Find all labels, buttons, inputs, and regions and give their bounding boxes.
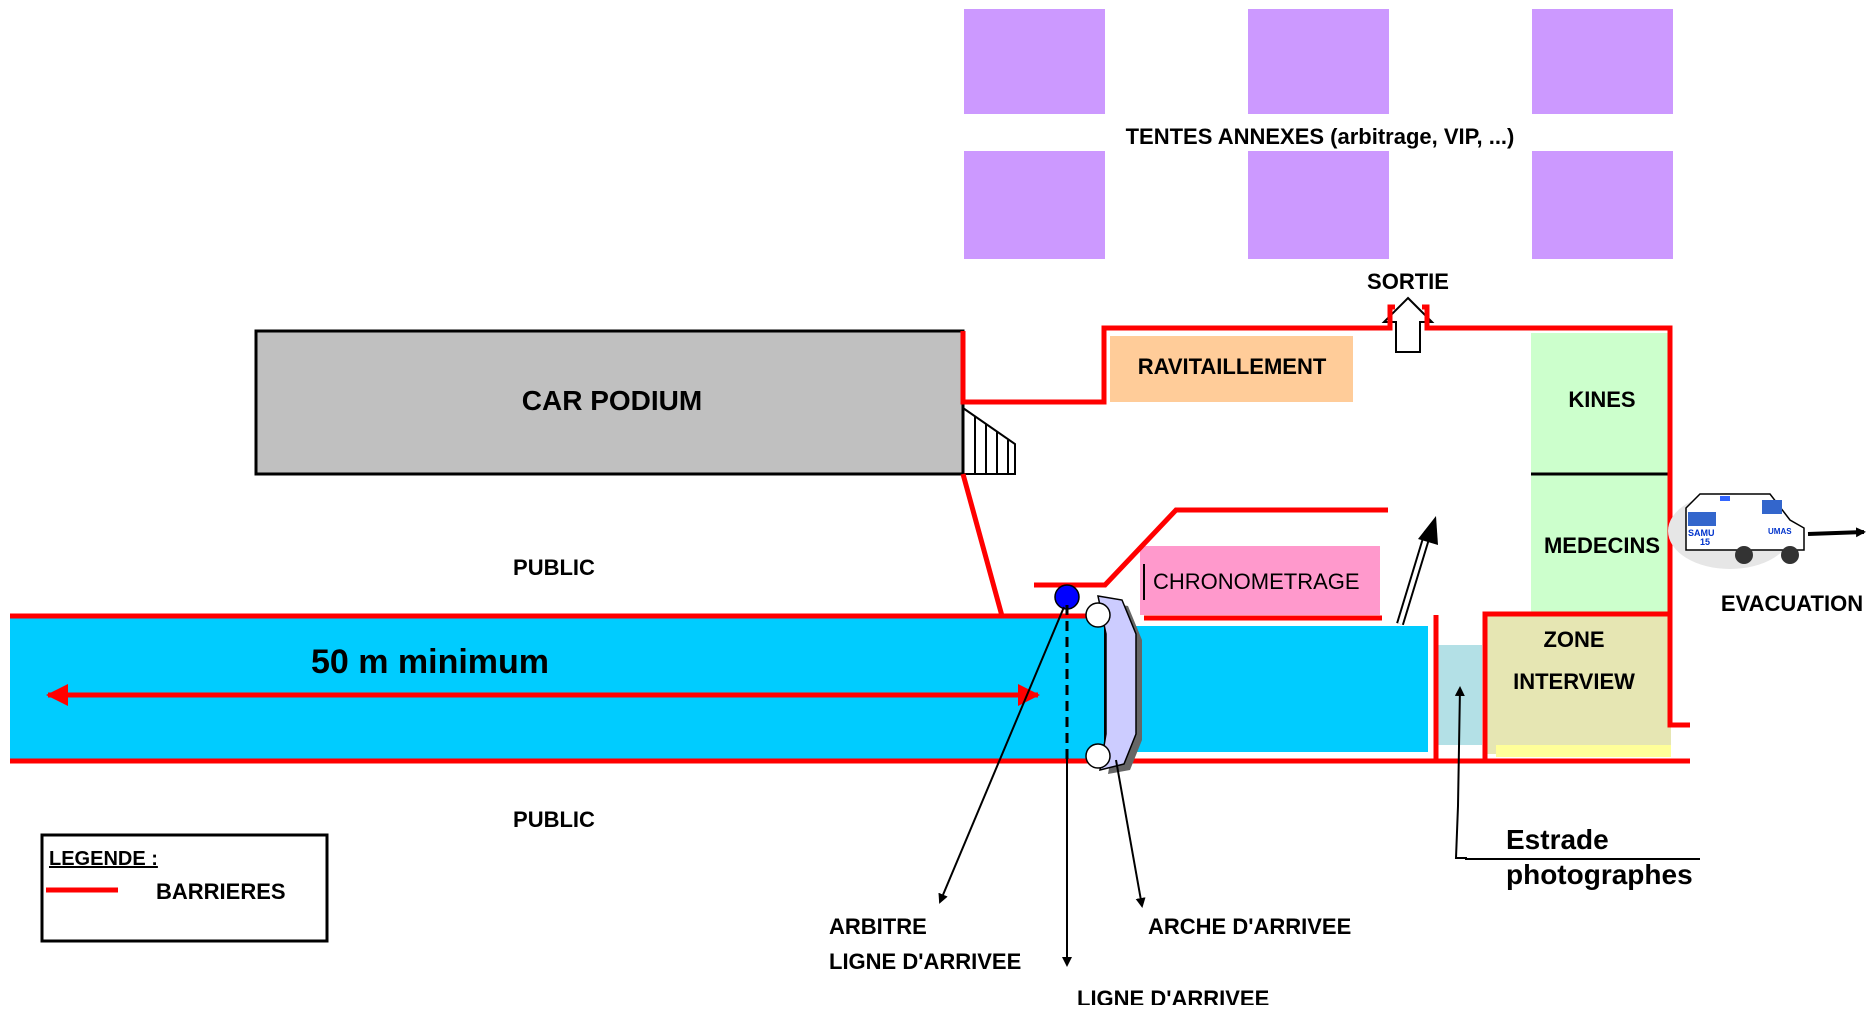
barriers: [10, 304, 1690, 764]
tent-1: [964, 9, 1105, 114]
chronometrage-label: CHRONOMETRAGE: [1153, 569, 1360, 594]
barrier-interview: [1482, 611, 1668, 761]
finish-arch-icon: [1085, 595, 1142, 774]
tent-6: [1532, 151, 1673, 259]
ligne-arrivee-arbitre-label: LIGNE D'ARRIVEE: [829, 949, 1021, 974]
evacuation-label: EVACUATION: [1721, 591, 1863, 616]
arbitre-pointer: [938, 606, 1065, 904]
arche-pointer: [1115, 759, 1146, 908]
zone-interview: [1486, 616, 1671, 754]
barrier-sortie-right: [1422, 304, 1690, 728]
tent-5: [1248, 151, 1389, 259]
sortie-label: SORTIE: [1367, 269, 1449, 294]
ambulance-icon: SAMU 15 UMAS: [1668, 493, 1805, 569]
svg-text:15: 15: [1700, 537, 1710, 547]
chronometrage-zone: [1140, 546, 1380, 615]
legend-barrieres-label: BARRIERES: [156, 879, 286, 904]
medecins-label: MEDECINS: [1544, 533, 1660, 558]
zone-interview-strip: [1496, 745, 1671, 757]
estrade-label-2: photographes: [1506, 859, 1693, 890]
finish-course: [10, 616, 1106, 761]
svg-text:UMAS: UMAS: [1768, 527, 1792, 536]
barrier-podium-ravito: [960, 304, 1395, 405]
arche-label: ARCHE D'ARRIVEE: [1148, 914, 1351, 939]
car-podium: [254, 329, 965, 476]
public-bottom-label: PUBLIC: [513, 807, 595, 832]
ravitaillement-zone: [1110, 336, 1353, 402]
estrade-label-1: Estrade: [1506, 824, 1609, 855]
course-exit-arrow-icon: [1396, 516, 1438, 626]
tentes-label: TENTES ANNEXES (arbitrage, VIP, ...): [1126, 124, 1515, 149]
tent-4: [964, 151, 1105, 259]
ravitaillement-label: RAVITAILLEMENT: [1138, 354, 1327, 379]
podium-stairs-icon: [962, 406, 1016, 475]
tent-3: [1532, 9, 1673, 114]
kines-label: KINES: [1568, 387, 1635, 412]
car-podium-label: CAR PODIUM: [522, 385, 702, 416]
tent-2: [1248, 9, 1389, 114]
kines-zone: [1531, 333, 1670, 473]
zone-interview-label-2: INTERVIEW: [1513, 669, 1635, 694]
distance-label: 50 m minimum: [311, 643, 549, 681]
ligne-arrivee-label: LIGNE D'ARRIVEE: [1077, 986, 1269, 1005]
sortie-arrow-icon: [1381, 296, 1435, 353]
zone-interview-label-1: ZONE: [1543, 627, 1604, 652]
arbitre-label: ARBITRE: [829, 914, 927, 939]
svg-text:SAMU: SAMU: [1688, 528, 1715, 538]
finish-course-extension: [1106, 626, 1428, 752]
medecins-zone: [1531, 475, 1670, 615]
public-top-label: PUBLIC: [513, 555, 595, 580]
barrier-podium-diagonal: [960, 473, 1005, 617]
evacuation-arrow: [1807, 527, 1866, 538]
legend-title: LEGENDE :: [49, 848, 158, 870]
